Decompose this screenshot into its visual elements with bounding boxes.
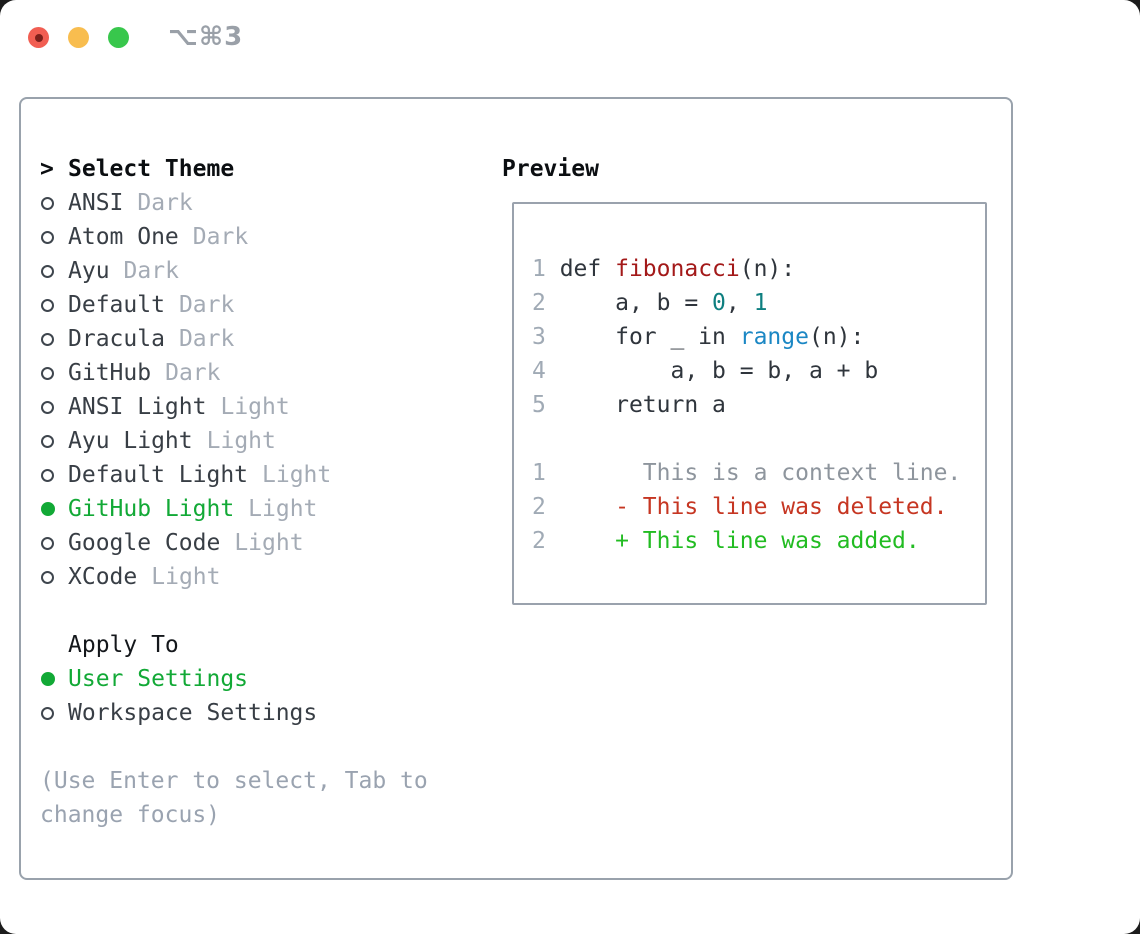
- radio-selected-icon: [40, 502, 68, 516]
- theme-name: Atom One: [68, 224, 179, 250]
- code-line: 4 a, b = b, a + b: [532, 358, 879, 384]
- theme-option-ansi-light[interactable]: ANSI Light Light: [40, 390, 490, 424]
- theme-name: Ayu Light: [68, 428, 193, 454]
- theme-variant-tag: Dark: [178, 326, 235, 352]
- window-shortcut-label: ⌥⌘3: [168, 22, 244, 52]
- theme-name: Ayu: [68, 258, 110, 284]
- diff-added-line: 2 + This line was added.: [532, 528, 920, 554]
- theme-variant-tag: Light: [220, 394, 290, 420]
- select-theme-title: Select Theme: [68, 156, 235, 182]
- theme-option-github-light[interactable]: GitHub Light Light: [40, 492, 490, 526]
- radio-selected-icon: [40, 672, 68, 686]
- radio-icon: [40, 196, 68, 210]
- theme-name: ANSI Light: [68, 394, 207, 420]
- theme-variant-tag: Light: [234, 530, 304, 556]
- apply-to-option-workspace-settings[interactable]: Workspace Settings: [40, 696, 490, 730]
- theme-variant-tag: Light: [206, 428, 276, 454]
- theme-name: Google Code: [68, 530, 221, 556]
- theme-option-ansi-dark[interactable]: ANSI Dark: [40, 186, 490, 220]
- diff-context-line: 1 This is a context line.: [532, 460, 962, 486]
- theme-variant-tag: Light: [248, 496, 318, 522]
- titlebar: ⌥⌘3: [0, 0, 1140, 75]
- blank-line: [532, 422, 979, 456]
- apply-to-option-user-settings[interactable]: User Settings: [40, 662, 490, 696]
- preview-header: Preview: [502, 152, 599, 186]
- theme-name: ANSI: [68, 190, 124, 216]
- theme-option-ayu-dark[interactable]: Ayu Dark: [40, 254, 490, 288]
- option-label: User Settings: [68, 666, 249, 692]
- theme-option-google-code-light[interactable]: Google Code Light: [40, 526, 490, 560]
- select-theme-header: > Select Theme: [40, 152, 490, 186]
- theme-option-xcode-light[interactable]: XCode Light: [40, 560, 490, 594]
- code-line: 1 def fibonacci(n):: [532, 256, 796, 282]
- theme-name: Default Light: [68, 462, 249, 488]
- theme-variant-tag: Dark: [178, 292, 235, 318]
- preview-title-label: Preview: [502, 156, 599, 182]
- minimize-button[interactable]: [68, 27, 89, 48]
- code-line: 2 a, b = 0, 1: [532, 290, 768, 316]
- theme-variant-tag: Dark: [137, 190, 193, 216]
- diff-deleted-line: 2 - This line was deleted.: [532, 494, 948, 520]
- code-line: 3 for _ in range(n):: [532, 324, 865, 350]
- code-preview: 1 def fibonacci(n): 2 a, b = 0, 1 3 for …: [532, 252, 979, 558]
- radio-icon: [40, 468, 68, 482]
- theme-option-default-light[interactable]: Default Light Light: [40, 458, 490, 492]
- traffic-lights: [28, 27, 129, 48]
- theme-name: Default: [68, 292, 165, 318]
- radio-icon: [40, 332, 68, 346]
- prompt-icon: >: [40, 156, 54, 182]
- theme-variant-tag: Dark: [123, 258, 179, 284]
- radio-icon: [40, 536, 68, 550]
- radio-icon: [40, 298, 68, 312]
- close-button[interactable]: [28, 27, 49, 48]
- hint-text-line-1: (Use Enter to select, Tab to: [40, 768, 428, 794]
- close-dot-icon: [34, 33, 43, 42]
- theme-name: GitHub Light: [68, 496, 235, 522]
- apply-to-header: Apply To: [40, 628, 490, 662]
- theme-option-dracula-dark[interactable]: Dracula Dark: [40, 322, 490, 356]
- hint-text-line-2: change focus): [40, 802, 221, 828]
- theme-variant-tag: Dark: [192, 224, 249, 250]
- theme-option-ayu-light[interactable]: Ayu Light Light: [40, 424, 490, 458]
- option-label: Workspace Settings: [68, 700, 318, 726]
- zoom-button[interactable]: [108, 27, 129, 48]
- theme-variant-tag: Light: [262, 462, 332, 488]
- code-line: 5 return a: [532, 392, 726, 418]
- theme-variant-tag: Dark: [165, 360, 221, 386]
- theme-option-github-dark[interactable]: GitHub Dark: [40, 356, 490, 390]
- theme-option-default-dark[interactable]: Default Dark: [40, 288, 490, 322]
- radio-icon: [40, 264, 68, 278]
- theme-variant-tag: Light: [151, 564, 221, 590]
- radio-icon: [40, 570, 68, 584]
- theme-name: Dracula: [68, 326, 165, 352]
- radio-icon: [40, 366, 68, 380]
- theme-option-atom-one-dark[interactable]: Atom One Dark: [40, 220, 490, 254]
- apply-to-title: Apply To: [68, 632, 179, 658]
- theme-preview-box: 1 def fibonacci(n): 2 a, b = 0, 1 3 for …: [512, 202, 987, 605]
- theme-name: XCode: [68, 564, 138, 590]
- theme-name: GitHub: [68, 360, 152, 386]
- radio-icon: [40, 230, 68, 244]
- radio-icon: [40, 400, 68, 414]
- radio-icon: [40, 434, 68, 448]
- radio-icon: [40, 706, 68, 720]
